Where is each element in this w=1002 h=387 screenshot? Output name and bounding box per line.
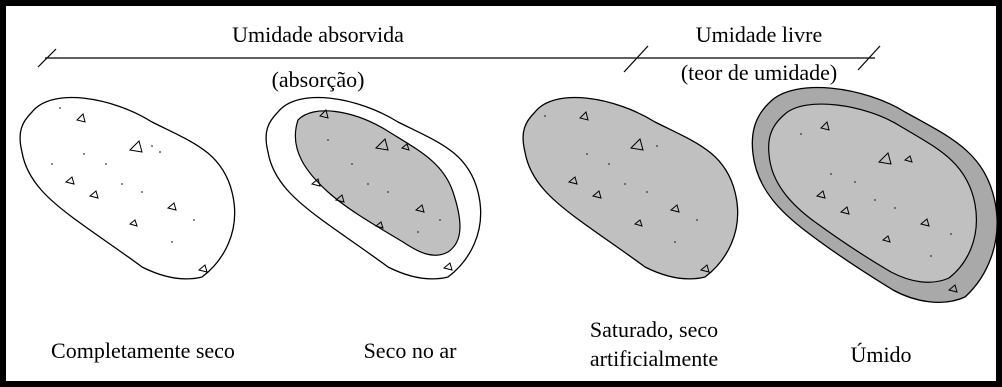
state-label-wet: Úmido [850,342,911,367]
free-right-tick [857,45,881,71]
absorbed-right-tick [623,45,649,73]
particle-completely-dry [19,96,236,280]
absorbed-moisture-core [294,110,461,256]
saturated-core [768,103,977,283]
particle-saturated-surface-dry [522,96,739,280]
state-label-saturated-line1: Saturado, seco [590,317,718,342]
free-subtitle: (teor de umidade) [681,60,837,85]
state-label-completely-dry: Completamente seco [51,338,235,363]
particle-air-dry [265,96,482,280]
absorbed-subtitle: (absorção) [272,67,365,92]
absorbed-title: Umidade absorvida [232,22,404,47]
state-label-air-dry: Seco no ar [364,338,458,363]
aggregate-texture [51,107,208,273]
aggregate-texture [544,111,710,273]
absorbed-left-tick [37,48,57,68]
aggregate-texture [800,121,958,293]
particle-wet [751,86,998,303]
aggregate-texture [310,109,453,271]
state-label-saturated-line2: artificialmente [590,346,718,371]
free-title: Umidade livre [696,22,822,47]
